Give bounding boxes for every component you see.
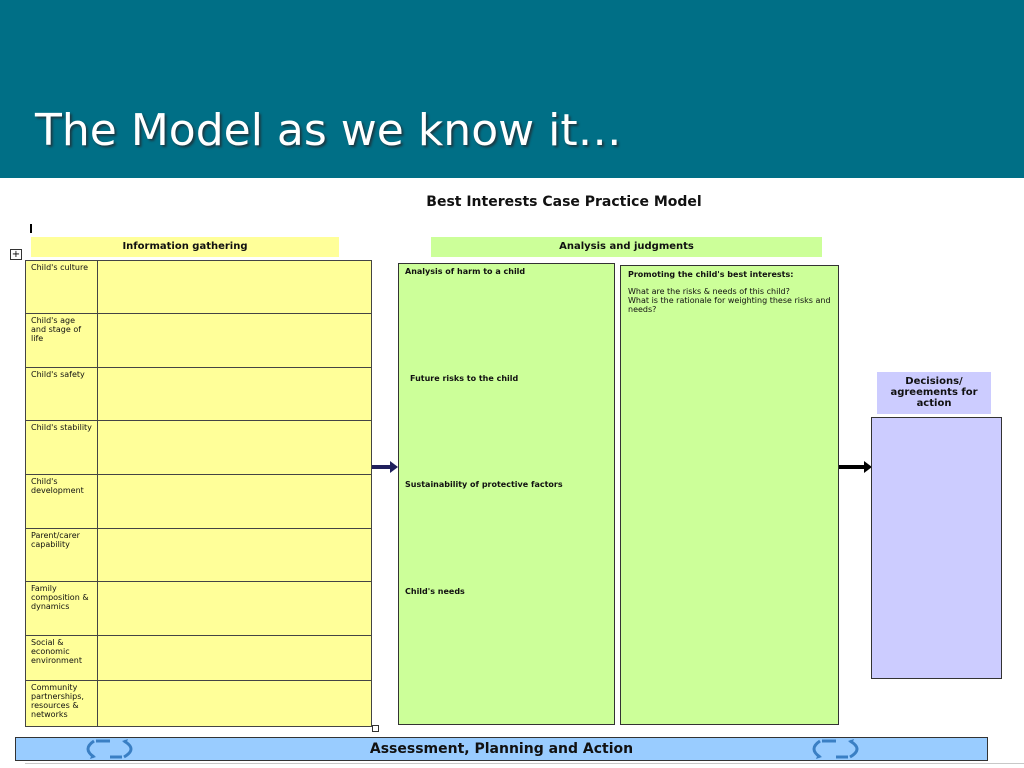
analysis-judgments-header: Analysis and judgments (431, 237, 822, 257)
cycle-arrows-icon (86, 739, 133, 759)
decisions-header: Decisions/ agreements for action (877, 372, 991, 414)
text-cursor-icon (30, 224, 32, 233)
table-row: Child's stability (25, 420, 372, 475)
diagram-title: Best Interests Case Practice Model (426, 194, 702, 210)
slide-title: The Model as we know it… (35, 105, 622, 156)
row-label: Child's safety (25, 367, 98, 421)
information-gathering-header: Information gathering (31, 237, 339, 257)
decisions-box (871, 417, 1002, 679)
row-label: Child's age and stage of life (25, 313, 98, 368)
table-row: Child's development (25, 474, 372, 529)
row-notes-cell[interactable] (97, 680, 372, 727)
row-notes-cell[interactable] (97, 260, 372, 314)
promote-question-rationale: What is the rationale for weighting thes… (628, 296, 831, 314)
row-label: Social & economic environment (25, 635, 98, 681)
sustainability-label: Sustainability of protective factors (405, 480, 563, 489)
row-label: Child's culture (25, 260, 98, 314)
row-notes-cell[interactable] (97, 528, 372, 582)
table-row: Social & economic environment (25, 635, 372, 681)
slide-header: The Model as we know it… (0, 0, 1024, 178)
promote-question-risks: What are the risks & needs of this child… (628, 287, 790, 296)
row-notes-cell[interactable] (97, 474, 372, 529)
row-notes-cell[interactable] (97, 367, 372, 421)
row-label: Family composition & dynamics (25, 581, 98, 636)
row-notes-cell[interactable] (97, 635, 372, 681)
analysis-harm-panel: Analysis of harm to a child Future risks… (398, 263, 615, 725)
promote-title: Promoting the child's best interests: (628, 270, 794, 279)
flow-arrow-icon (839, 461, 872, 473)
row-label: Child's development (25, 474, 98, 529)
row-label: Child's stability (25, 420, 98, 475)
childs-needs-label: Child's needs (405, 587, 465, 596)
bottom-divider (25, 763, 1024, 764)
future-risks-label: Future risks to the child (410, 374, 519, 383)
row-label: Parent/carer capability (25, 528, 98, 582)
table-row: Child's age and stage of life (25, 313, 372, 368)
table-row: Child's safety (25, 367, 372, 421)
promote-questions: What are the risks & needs of this child… (628, 287, 833, 314)
resize-handle-icon[interactable] (372, 725, 379, 732)
row-notes-cell[interactable] (97, 581, 372, 636)
cycle-arrows-icon (812, 739, 859, 759)
row-notes-cell[interactable] (97, 420, 372, 475)
promoting-best-interests-panel: Promoting the child's best interests: Wh… (620, 265, 839, 725)
harm-analysis-label: Analysis of harm to a child (405, 267, 526, 276)
table-row: Child's culture (25, 260, 372, 314)
row-label: Community partnerships, resources & netw… (25, 680, 98, 727)
table-row: Family composition & dynamics (25, 581, 372, 636)
row-notes-cell[interactable] (97, 313, 372, 368)
table-row: Community partnerships, resources & netw… (25, 680, 372, 727)
move-handle-icon[interactable]: + (10, 249, 22, 260)
table-row: Parent/carer capability (25, 528, 372, 582)
flow-arrow-icon (372, 461, 398, 473)
